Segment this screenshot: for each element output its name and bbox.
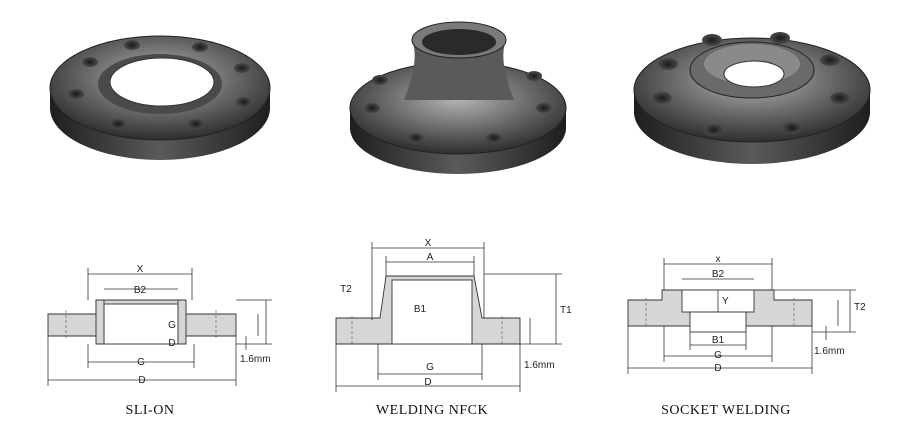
socket-welding-caption: SOCKET WELDING <box>661 403 791 418</box>
welding-neck-t1-label: T1 <box>560 305 572 316</box>
socket-welding-d-label: D <box>714 363 721 374</box>
slip-on-raise-label: 1.6mm <box>240 354 271 365</box>
socket-welding-raise-label: 1.6mm <box>814 346 845 357</box>
welding-neck-a-label: A <box>427 252 434 263</box>
photo-socket-welding-flange <box>633 32 871 164</box>
socket-welding-t2-label: T2 <box>854 302 866 313</box>
photo-welding-neck-flange <box>349 21 567 174</box>
welding-neck-x-label: X <box>425 238 432 249</box>
slip-on-g-label: G <box>137 357 145 368</box>
welding-neck-g-label: G <box>426 362 434 373</box>
photo-slip-on-flange <box>49 35 271 160</box>
welding-neck-b1-label: B1 <box>414 304 427 315</box>
slip-on-caption: SLI-ON <box>126 403 175 418</box>
slip-on-d-inner-label: D <box>168 338 175 349</box>
diagram-slip-on <box>47 268 272 386</box>
socket-welding-b1-label: B1 <box>712 335 725 346</box>
welding-neck-t2-label: T2 <box>340 284 352 295</box>
slip-on-b2-label: B2 <box>134 285 147 296</box>
welding-neck-d-label: D <box>424 377 431 388</box>
socket-welding-x-label: x <box>716 254 721 265</box>
slip-on-d-label: D <box>138 375 145 386</box>
slip-on-g-inner-label: G <box>168 320 176 331</box>
welding-neck-caption: WELDING NFCK <box>376 403 488 418</box>
socket-welding-g-label: G <box>714 350 722 361</box>
diagram-socket-welding <box>627 258 856 374</box>
socket-welding-y-label: Y <box>722 296 729 307</box>
welding-neck-raise-label: 1.6mm <box>524 360 555 371</box>
diagram-welding-neck <box>335 242 562 392</box>
slip-on-x-label: X <box>137 264 144 275</box>
socket-welding-b2-label: B2 <box>712 269 725 280</box>
